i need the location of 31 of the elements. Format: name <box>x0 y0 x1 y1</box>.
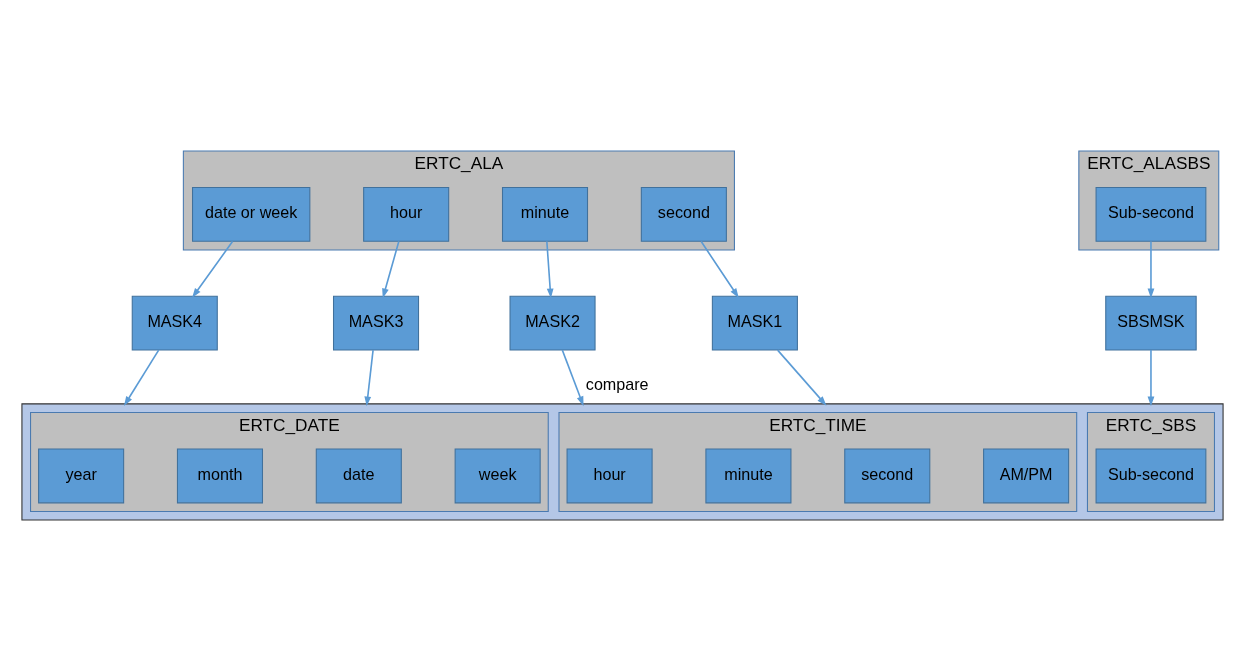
node-box: Sub-second <box>1095 448 1207 504</box>
arrow <box>1147 240 1155 299</box>
node-box: AM/PM <box>983 448 1070 504</box>
arrow <box>192 240 234 298</box>
arrow <box>546 240 554 299</box>
edge-label: compare <box>585 374 649 393</box>
node-box: second <box>640 186 727 242</box>
node-box: date <box>315 448 402 504</box>
node-box: MASK1 <box>711 295 798 351</box>
node-box: date or week <box>192 186 311 242</box>
node-box: year <box>38 448 125 504</box>
arrow <box>382 240 400 299</box>
arrow <box>561 349 584 407</box>
arrow <box>123 349 160 406</box>
node-box: MASK3 <box>332 295 420 351</box>
node-box: Sub-second <box>1095 186 1207 242</box>
node-box: second <box>844 448 931 504</box>
node-box: hour <box>363 186 450 242</box>
node-box: month <box>176 448 264 504</box>
node-box: MASK2 <box>509 295 596 351</box>
node-box: hour <box>566 448 653 504</box>
cluster <box>21 403 1224 521</box>
node-box: week <box>454 448 541 504</box>
arrow <box>700 240 739 298</box>
node-box: SBSMSK <box>1105 295 1197 351</box>
node-box: minute <box>705 448 792 504</box>
arrow <box>776 349 827 406</box>
arrow <box>1147 349 1155 407</box>
arrow <box>364 349 374 407</box>
node-box: minute <box>501 186 589 242</box>
node-box: MASK4 <box>131 295 218 351</box>
